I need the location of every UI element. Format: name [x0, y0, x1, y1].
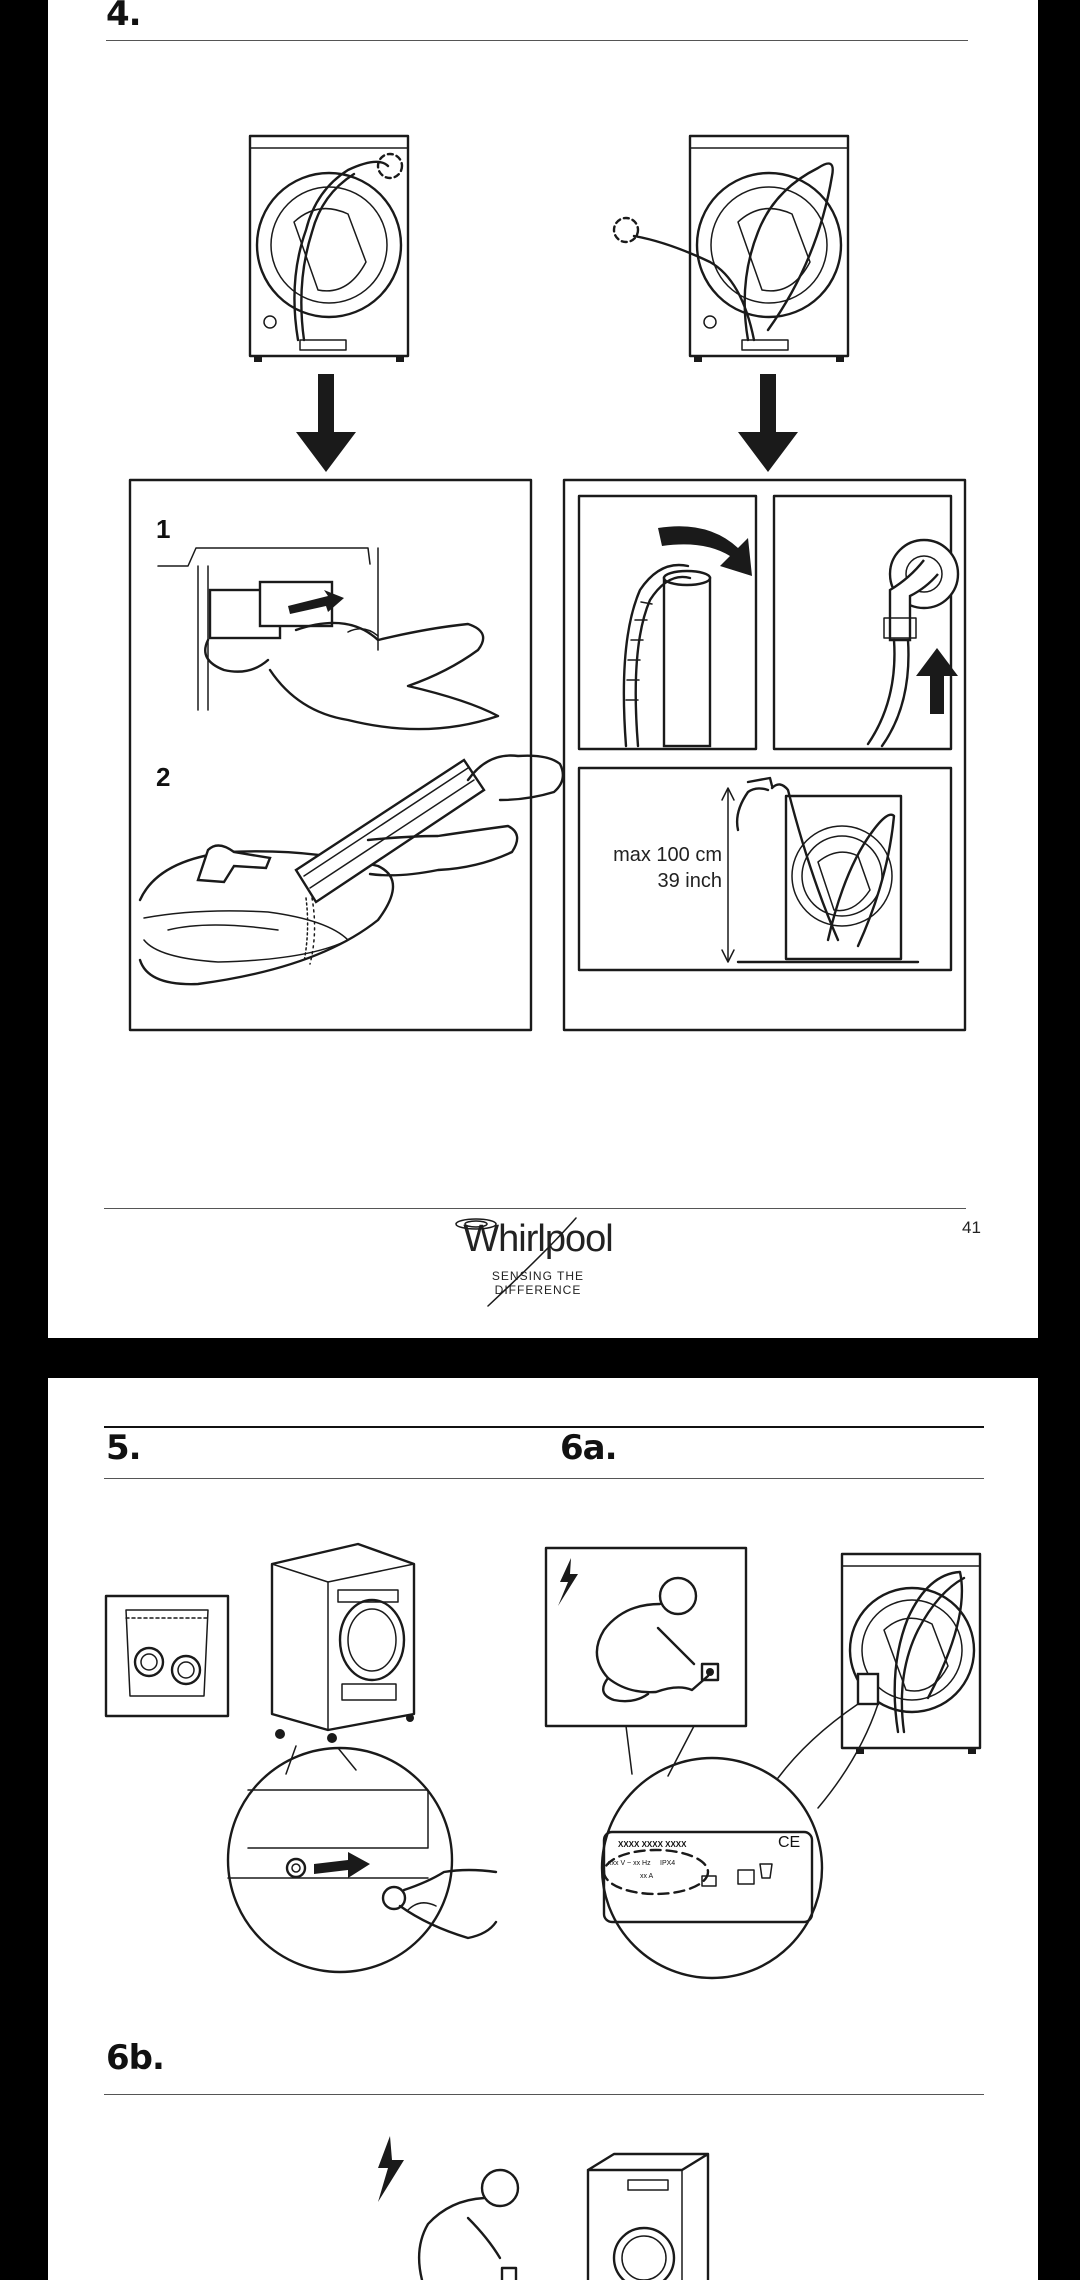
section-5-6a-6b-illustrations [104, 1542, 982, 1980]
caps-bag-illustration [125, 1609, 209, 1697]
step-1-label: 1 [156, 514, 171, 544]
section-6b-title: 6b. [106, 2038, 165, 2078]
cap-insertion-zoom [226, 1745, 498, 1974]
ce-mark: CE [778, 1834, 801, 1851]
down-arrow-icon [738, 374, 798, 472]
filter-removal-illustration [157, 547, 500, 731]
section-6b-rule [104, 2094, 984, 2095]
max-height-box [577, 766, 953, 972]
section-5-title: 5. [106, 1428, 142, 1468]
power-plug-box [544, 1546, 748, 1728]
filter-rinse-illustration [138, 754, 565, 986]
max-height-label: max 100 cm [613, 844, 722, 866]
lightning-icon [558, 1558, 578, 1606]
lightning-icon [378, 2136, 404, 2202]
hose-into-standpipe-box [577, 494, 758, 751]
step-2-label: 2 [156, 762, 171, 792]
section-4-rule [106, 40, 968, 41]
drain-height-illustration [721, 776, 920, 964]
down-arrow-icon [296, 374, 356, 472]
section-6a-title: 6a. [560, 1428, 618, 1468]
rotate-arrow-icon [658, 526, 752, 576]
footer-rule [104, 1208, 966, 1209]
manual-page-41: 4. [48, 0, 1038, 1338]
hose-into-wall-drain-box [772, 494, 953, 751]
max-height-inch-label: 39 inch [657, 870, 723, 892]
manual-page-42: 5. 6a. [48, 1378, 1038, 2280]
pull-arrow-icon [288, 590, 344, 614]
rating-plate-zoom [600, 1703, 879, 1980]
insert-arrow-icon [314, 1852, 370, 1878]
rating-amps: xx A [640, 1873, 654, 1880]
section-4-illustrations [128, 134, 967, 1032]
rating-plate-location [856, 1672, 880, 1706]
person-crouching-illustration [417, 2168, 520, 2280]
whirlpool-logo: Whirlpool SENSING THE DIFFERENCE [448, 1217, 628, 1307]
rating-ip: IPX4 [660, 1860, 676, 1867]
washer-front-6b [586, 2152, 710, 2280]
washer-front-illustration [270, 1542, 416, 1743]
section-6b-illustration [378, 2136, 710, 2280]
brand-tagline: SENSING THE DIFFERENCE [491, 1269, 585, 1297]
wall-drain-illustration [866, 538, 960, 748]
washer-back-right [612, 134, 850, 362]
section-5-6a-rule [104, 1478, 984, 1479]
washer-back-left [248, 134, 410, 362]
brand-name: Whirlpool [463, 1218, 613, 1260]
rating-voltage: xxx V ~ xx Hz [608, 1860, 651, 1867]
rating-model: XXXX XXXX XXXX [618, 1840, 687, 1849]
top-rule [104, 1426, 984, 1428]
section-4-title: 4. [106, 0, 142, 34]
swirl-icon [455, 1217, 577, 1307]
transport-caps-box [104, 1594, 230, 1718]
washer-back-rating [840, 1552, 982, 1754]
page-number: 41 [962, 1218, 981, 1237]
standpipe-illustration [622, 526, 752, 748]
up-arrow-icon [916, 648, 958, 714]
person-plugging-illustration [558, 1558, 720, 1703]
drain-hose-panel [562, 478, 967, 1032]
